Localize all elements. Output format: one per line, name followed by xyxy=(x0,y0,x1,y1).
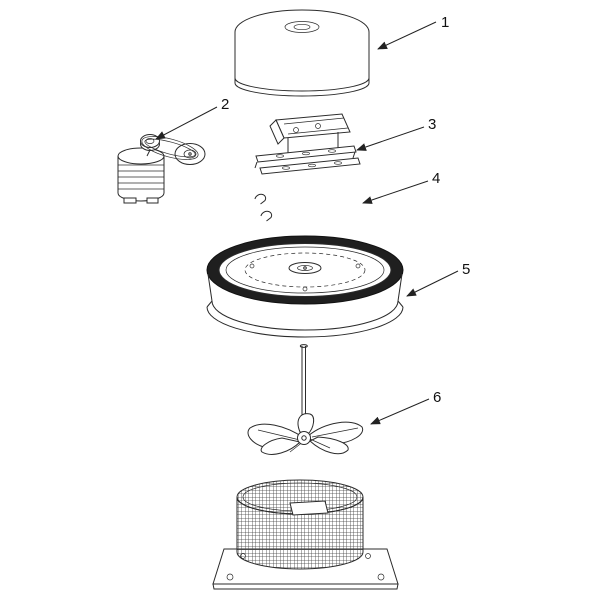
clip xyxy=(260,210,273,222)
part-fan-shroud xyxy=(206,235,404,338)
callout-3-leader xyxy=(356,126,425,151)
callout-6-label: 6 xyxy=(433,389,441,406)
shroud-bottom-flange xyxy=(206,306,404,338)
base-plate-hole xyxy=(365,553,371,559)
shroud-screw xyxy=(355,263,361,269)
base-plate-edge xyxy=(212,583,399,590)
bracket-bolt xyxy=(315,123,321,129)
callout-1-leader xyxy=(377,21,437,50)
callout-5: 5 xyxy=(406,261,470,297)
part-motor-drive xyxy=(117,134,206,204)
callout-4: 4 xyxy=(362,170,440,204)
propeller-blade xyxy=(297,413,315,435)
part-propeller xyxy=(247,344,364,455)
callout-6: 6 xyxy=(370,389,441,425)
propeller-hub xyxy=(297,431,311,445)
callout-1: 1 xyxy=(377,14,449,50)
callout-3: 3 xyxy=(356,116,436,151)
motor-foot xyxy=(123,197,137,204)
bracket-side-plate xyxy=(269,119,285,145)
shroud-screw xyxy=(249,263,255,269)
callout-2: 2 xyxy=(155,96,229,140)
drive-belt-outer xyxy=(141,136,199,160)
shroud-hub xyxy=(288,262,322,274)
bracket-top-plate xyxy=(275,113,351,139)
motor-foot xyxy=(146,197,159,204)
shaft-top xyxy=(299,344,308,348)
base-plate-hole xyxy=(226,573,234,581)
callout-3-label: 3 xyxy=(428,116,436,133)
callout-6-leader xyxy=(370,398,430,425)
part-guard-screen xyxy=(236,479,364,570)
callout-1-label: 1 xyxy=(441,14,449,31)
part-dome-cap xyxy=(234,9,370,97)
shroud-screw xyxy=(302,286,308,292)
callout-4-label: 4 xyxy=(432,170,440,187)
drum-center-plate xyxy=(289,500,329,516)
dome-top-ring-outer xyxy=(284,21,320,33)
drive-belt-inner xyxy=(144,138,196,158)
propeller-blade xyxy=(260,437,301,455)
callout-5-label: 5 xyxy=(462,261,470,278)
callout-2-label: 2 xyxy=(221,96,229,113)
callout-4-leader xyxy=(362,180,429,204)
bracket-bolt xyxy=(293,127,299,133)
propeller-blade xyxy=(309,436,349,455)
base-plate-hole xyxy=(377,573,385,581)
callout-2-leader xyxy=(155,106,218,140)
clip xyxy=(254,193,267,205)
dome-top-ring-inner xyxy=(293,23,311,31)
callout-5-leader xyxy=(406,270,459,297)
callouts: 1 2 3 4 5 6 xyxy=(155,14,470,425)
part-clip-fasteners xyxy=(254,193,273,222)
part-mount-bracket xyxy=(254,113,361,175)
